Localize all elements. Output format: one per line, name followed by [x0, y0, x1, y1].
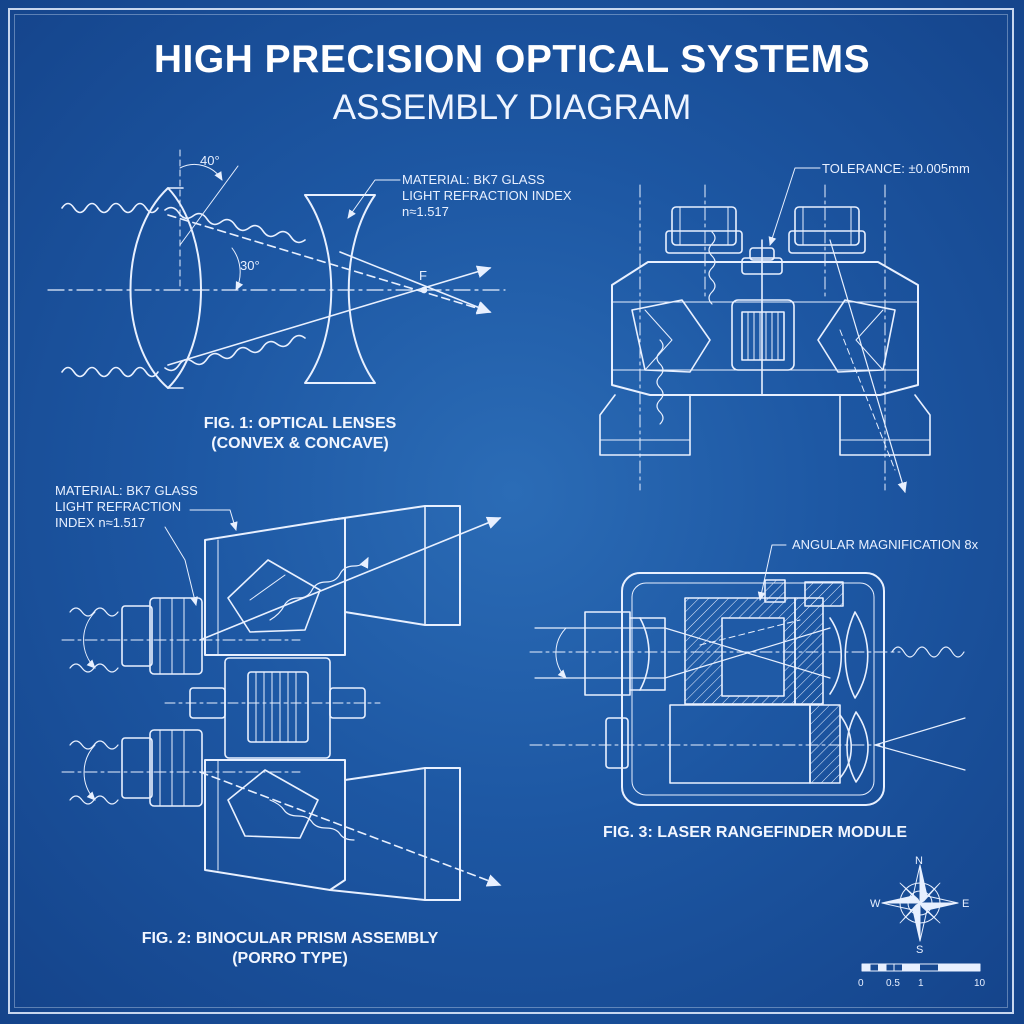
blueprint-inner-frame: [14, 14, 1008, 1008]
compass-east-label: E: [962, 898, 970, 910]
fig3-caption: FIG. 3: LASER RANGEFINDER MODULE: [602, 824, 907, 841]
fig1-material-note: MATERIAL: BK7 GLASS LIGHT REFRACTION IND…: [402, 172, 572, 219]
fig2-caption-line1: FIG. 2: BINOCULAR PRISM ASSEMBLY: [141, 930, 439, 947]
fig1-angle-mid-label: 30°: [240, 258, 260, 273]
fig1-wave-top: [62, 204, 158, 213]
fig1-wave-bottom: [62, 368, 158, 377]
scale-tick-10: 10: [974, 978, 986, 989]
scale-tick-0: 0: [858, 978, 864, 989]
fig1-optical-lenses: [48, 150, 505, 388]
binocular-body: [612, 262, 918, 395]
magnification-note: ANGULAR MAGNIFICATION 8x: [792, 537, 979, 552]
scale-tick-1: 1: [918, 978, 924, 989]
binocular-front-view: [600, 168, 930, 494]
concave-lens: [305, 195, 375, 383]
fig1-focal-point-label: F: [419, 268, 427, 283]
page-title: HIGH PRECISION OPTICAL SYSTEMS: [153, 38, 871, 81]
fig1-angle-top-label: 40°: [200, 153, 220, 168]
fig2-caption-line2: (PORRO TYPE): [232, 950, 348, 967]
fig3-laser-rangefinder: [530, 545, 965, 805]
tolerance-note: TOLERANCE: ±0.005mm: [822, 161, 970, 176]
fig2-material-note: MATERIAL: BK7 GLASS LIGHT REFRACTION IND…: [55, 483, 198, 530]
blueprint-frame: [8, 8, 1014, 1014]
compass-south-label: S: [916, 944, 924, 956]
fig1-caption-line2: (CONVEX & CONCAVE): [211, 435, 389, 452]
page-subtitle: ASSEMBLY DIAGRAM: [332, 88, 692, 127]
scale-bar: [862, 964, 980, 971]
compass-west-label: W: [870, 898, 881, 910]
compass-rose-icon: [882, 865, 958, 941]
compass-north-label: N: [915, 855, 923, 867]
rangefinder-housing: [622, 573, 884, 805]
scale-tick-05: 0.5: [886, 978, 900, 989]
fig1-caption-line1: FIG. 1: OPTICAL LENSES: [203, 415, 397, 432]
fig2-binocular-prism-assembly: [62, 506, 502, 900]
